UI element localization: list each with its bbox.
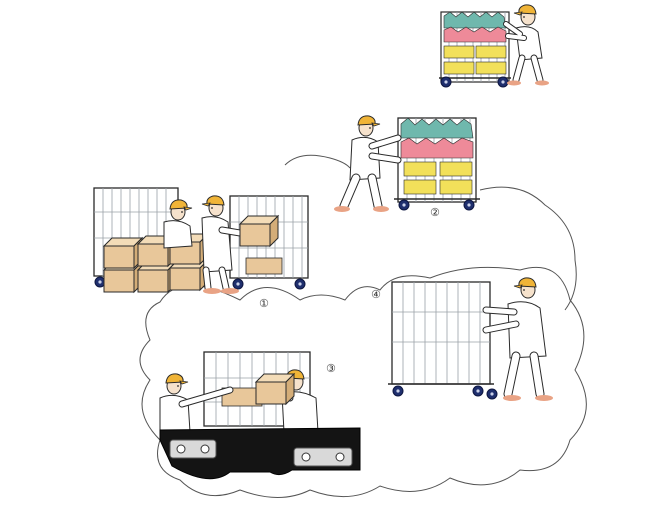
step-label-3: ③	[326, 362, 336, 375]
cardboard-box-stack	[103, 233, 209, 293]
step-label-2: ②	[430, 206, 440, 219]
workflow-boundary-top	[284, 154, 577, 311]
worker-figure	[163, 195, 279, 294]
worker-figure	[159, 369, 319, 433]
conveyor-belt	[159, 427, 361, 480]
worker-figure	[482, 277, 553, 401]
step-label-4: ④	[371, 288, 381, 301]
step-label-1: ①	[259, 297, 269, 310]
worker-figure	[334, 115, 402, 212]
workflow-boundary	[139, 266, 587, 498]
loaded-cart-step2	[394, 117, 480, 211]
empty-cart-step4	[388, 281, 498, 400]
loaded-cart-top	[439, 11, 511, 88]
worker-figure	[503, 4, 549, 86]
